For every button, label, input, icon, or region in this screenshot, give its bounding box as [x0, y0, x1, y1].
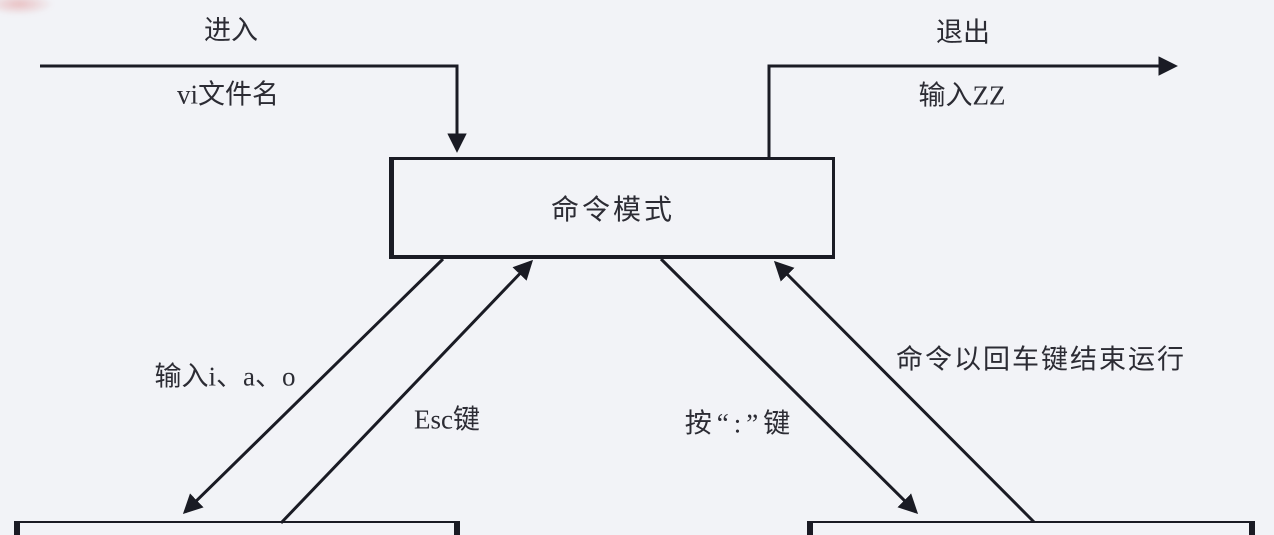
from-insert-arrow [279, 259, 534, 525]
lastline-mode-box [807, 521, 1255, 535]
to-lastline-arrow [659, 257, 919, 515]
esc-key-label: Esc键 [414, 404, 480, 435]
exit-command-label: 输入ZZ [918, 80, 1006, 111]
from-lastline-arrow [773, 260, 1036, 524]
command-mode-box: 命令模式 [389, 157, 835, 259]
exit-action-label: 退出 [936, 17, 990, 48]
to-insert-arrow [182, 257, 445, 515]
entry-command-label: vi文件名 [176, 79, 280, 110]
insert-mode-box [14, 521, 460, 535]
colon-key-label: 按“:”键 [684, 408, 796, 439]
insert-keys-label: 输入i、a、o [154, 361, 296, 392]
entry-arrow [40, 64, 467, 153]
entry-action-label: 进入 [204, 15, 258, 46]
enter-run-label: 命令以回车键结束运行 [896, 344, 1186, 375]
command-mode-label: 命令模式 [550, 194, 675, 226]
exit-arrow [767, 56, 1178, 158]
